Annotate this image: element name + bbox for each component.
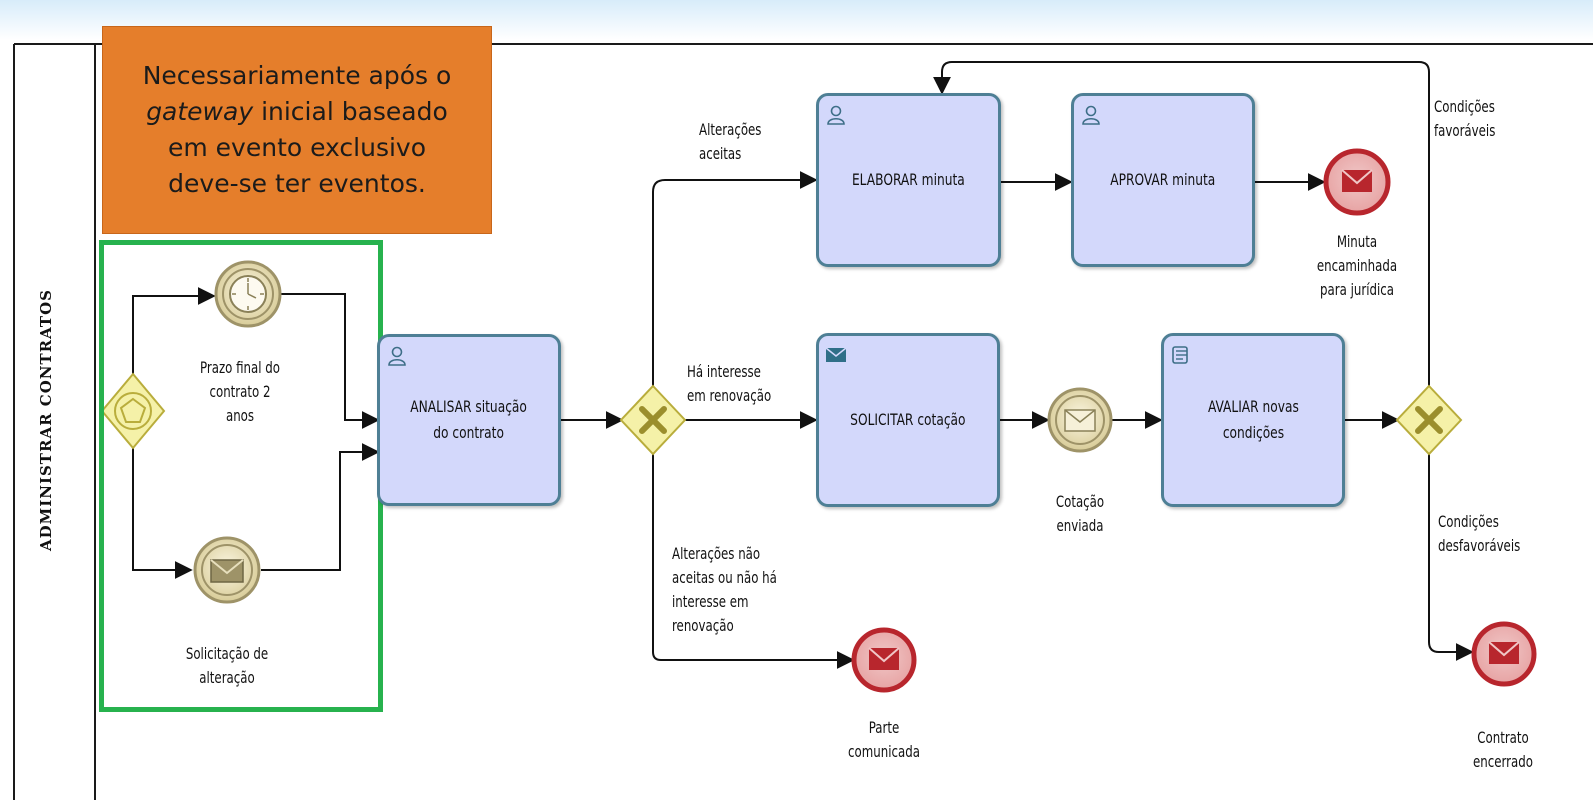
- quotation-event-label: Cotação enviada: [1055, 492, 1105, 535]
- manual-task-icon: [1172, 346, 1188, 364]
- end-event-contract: [1471, 621, 1537, 687]
- task-aprovar: APROVAR minuta: [1071, 93, 1255, 267]
- flow-xor-to-party: [652, 452, 855, 669]
- message-event-quotation: [1047, 387, 1113, 453]
- user-task-icon: [388, 346, 406, 366]
- envelope-icon: [1341, 169, 1373, 192]
- message-event-request-label: Solicitação de alteração: [185, 644, 269, 687]
- xor-gateway-decision: [619, 384, 687, 456]
- timer-event-label: Prazo final do contrato 2 anos: [199, 358, 281, 425]
- x-mark-icon: [639, 406, 667, 434]
- task-solicitar: SOLICITAR cotação: [816, 333, 1000, 507]
- flow-label-accepted: Alterações aceitas: [699, 120, 762, 163]
- envelope-icon: [1488, 641, 1520, 664]
- event-based-gateway: [100, 372, 166, 450]
- task-label: SOLICITAR cotação: [850, 410, 966, 429]
- note-line-4: deve-se ter eventos.: [168, 169, 426, 198]
- flow-label-unfavorable: Condições desfavoráveis: [1438, 512, 1521, 555]
- end-event-draft: [1323, 148, 1391, 216]
- task-elaborar: ELABORAR minuta: [816, 93, 1001, 267]
- flow-message-to-analisar: [261, 443, 380, 571]
- task-label: AVALIAR novas condições: [1207, 397, 1299, 442]
- message-event-request: [193, 536, 261, 604]
- note-line-2: inicial baseado: [253, 97, 448, 126]
- task-avaliar: AVALIAR novas condições: [1161, 333, 1345, 507]
- flow-gateway-to-message: [132, 448, 193, 579]
- task-label: ANALISAR situação do contrato: [410, 397, 528, 442]
- pool-label: ADMINISTRAR CONTRATOS: [37, 289, 55, 552]
- party-end-event-label: Parte comunicada: [848, 718, 920, 761]
- user-task-icon: [1082, 105, 1100, 125]
- note-line-3: em evento exclusivo: [167, 133, 427, 162]
- xor-gateway-conditions: [1395, 384, 1463, 456]
- envelope-icon: [210, 559, 244, 583]
- send-task-icon: [825, 347, 847, 362]
- note-line-1: Necessariamente após o: [142, 61, 452, 90]
- flow-xor-unfavorable: [1428, 452, 1474, 661]
- note-emphasis: gateway: [146, 97, 254, 126]
- sequence-flows: [132, 61, 1474, 669]
- flow-timer-to-analisar: [281, 293, 380, 429]
- task-label: APROVAR minuta: [1110, 170, 1216, 189]
- flow-label-interest: Há interesse em renovação: [687, 362, 772, 405]
- clock-icon: [232, 278, 264, 310]
- flow-gateway-to-timer: [132, 287, 216, 374]
- end-event-party: [851, 627, 917, 693]
- draft-end-event-label: Minuta encaminhada para jurídica: [1316, 232, 1398, 299]
- task-label: ELABORAR minuta: [852, 170, 965, 189]
- flow-label-favorable: Condições favoráveis: [1434, 97, 1496, 140]
- task-analisar: ANALISAR situação do contrato: [377, 334, 561, 506]
- flow-label-not-accepted: Alterações não aceitas ou não há interes…: [672, 544, 777, 635]
- x-mark-icon: [1415, 406, 1443, 434]
- contract-end-event-label: Contrato encerrado: [1473, 728, 1533, 771]
- user-task-icon: [827, 105, 845, 125]
- timer-event: [214, 260, 282, 328]
- envelope-icon: [868, 647, 900, 670]
- flow-xor-to-elaborar: [652, 171, 818, 386]
- annotation-note: Necessariamente após o gateway inicial b…: [102, 26, 492, 234]
- envelope-icon: [1064, 409, 1096, 432]
- flow-xor-favorable: [933, 61, 1430, 386]
